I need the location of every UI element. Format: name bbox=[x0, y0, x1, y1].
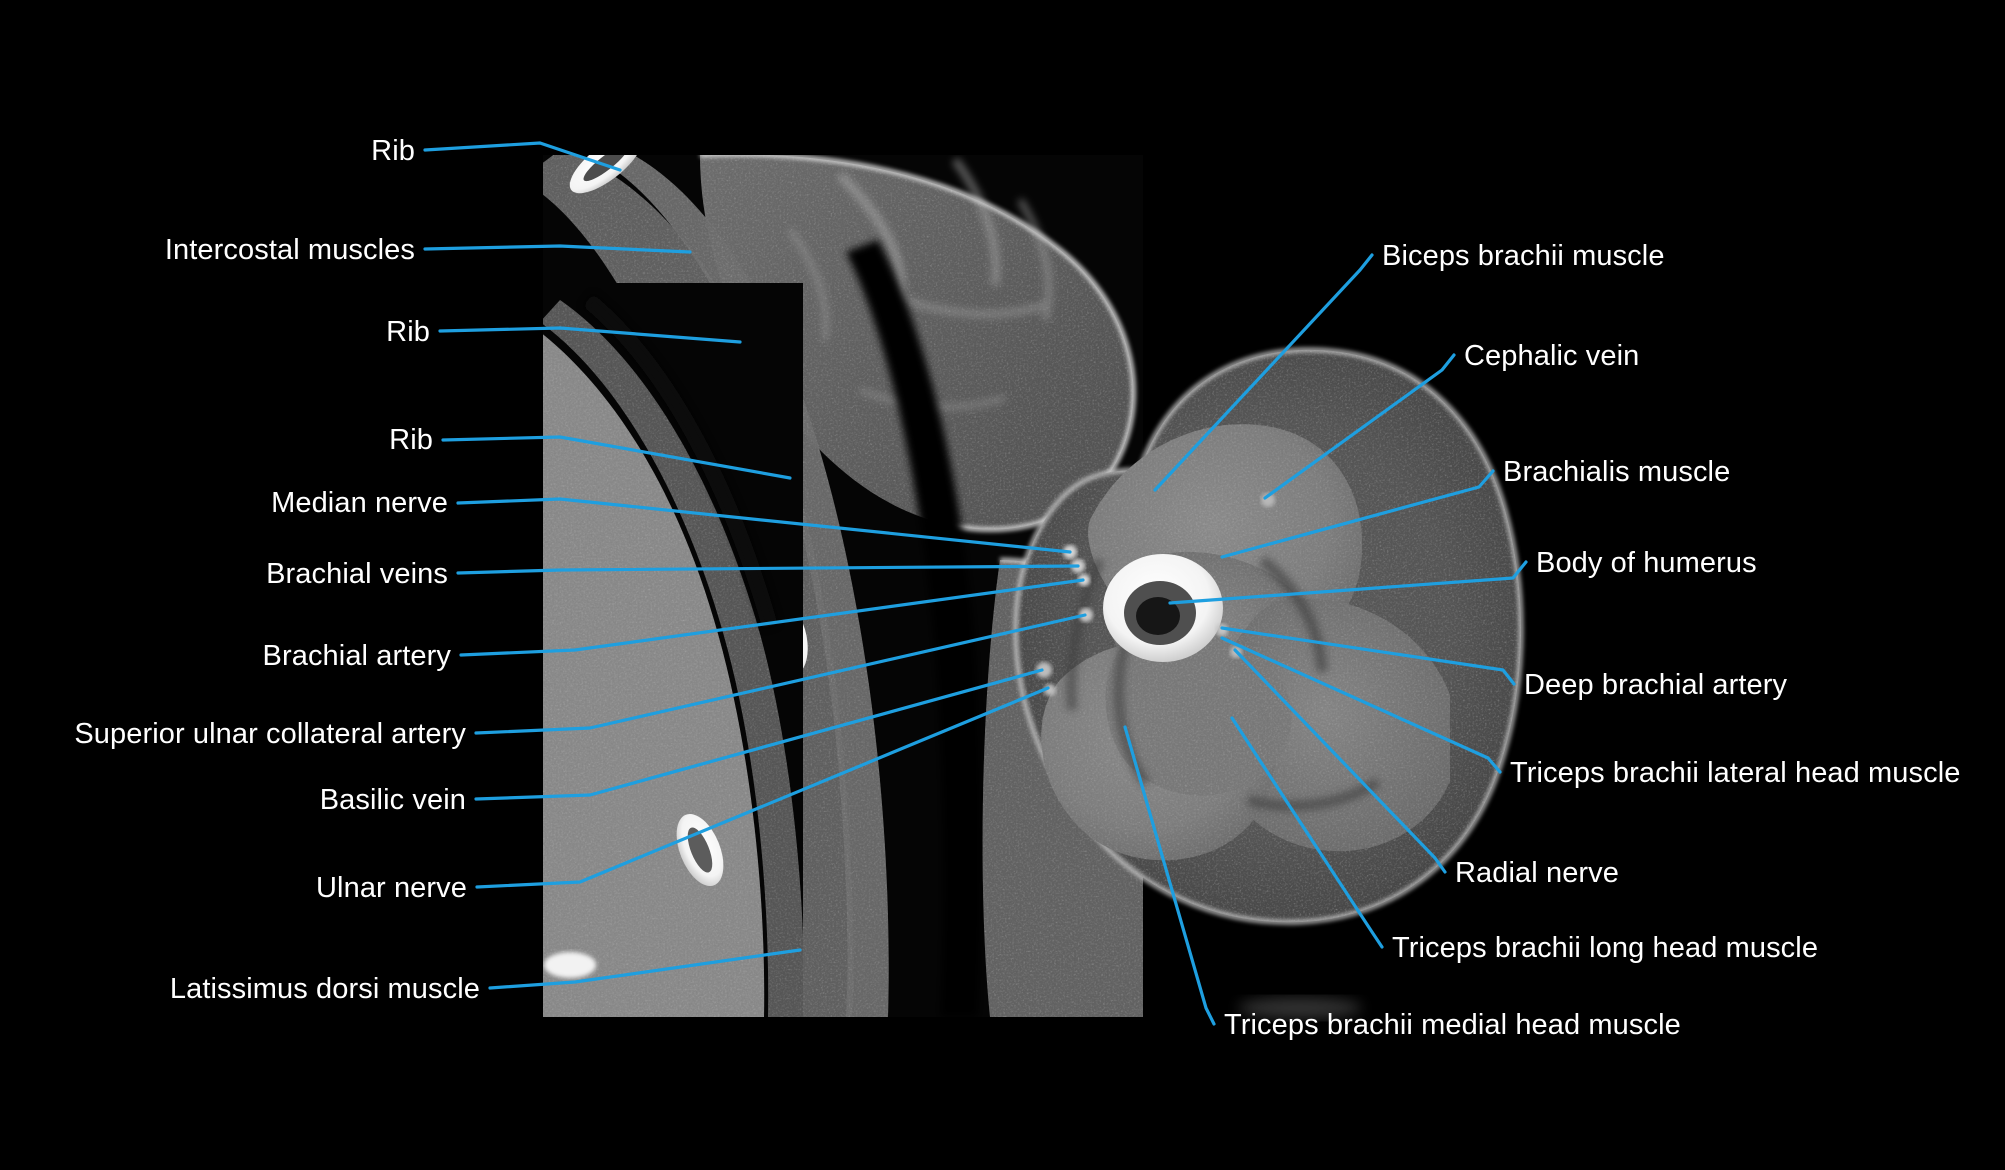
deep-brachial-artery-dot bbox=[1216, 624, 1228, 636]
label-sup-ulnar-collat[interactable]: Superior ulnar collateral artery bbox=[74, 718, 466, 750]
label-triceps-medial[interactable]: Triceps brachii medial head muscle bbox=[1224, 1009, 1681, 1041]
label-biceps-brachii[interactable]: Biceps brachii muscle bbox=[1382, 240, 1665, 272]
label-cephalic-vein[interactable]: Cephalic vein bbox=[1464, 340, 1640, 372]
label-rib-1[interactable]: Rib bbox=[371, 135, 415, 167]
inset-latissimus-bone-edge bbox=[544, 952, 596, 978]
label-ulnar-nerve[interactable]: Ulnar nerve bbox=[316, 872, 467, 904]
label-latissimus-dorsi[interactable]: Latissimus dorsi muscle bbox=[169, 973, 480, 1005]
superior-ulnar-collateral-dot bbox=[1079, 608, 1093, 622]
label-radial-nerve[interactable]: Radial nerve bbox=[1455, 857, 1620, 889]
label-median-nerve[interactable]: Median nerve bbox=[271, 487, 448, 519]
label-triceps-lateral[interactable]: Triceps brachii lateral head muscle bbox=[1510, 757, 1961, 789]
table-pad-artifact bbox=[1238, 997, 1362, 1019]
cephalic-vein-dot bbox=[1261, 493, 1275, 507]
label-brachialis-muscle[interactable]: Brachialis muscle bbox=[1503, 456, 1731, 488]
radial-nerve-dot bbox=[1230, 646, 1242, 658]
median-nerve-dot bbox=[1063, 545, 1077, 559]
label-triceps-long[interactable]: Triceps brachii long head muscle bbox=[1392, 932, 1819, 964]
label-rib-2[interactable]: Rib bbox=[386, 316, 430, 348]
humerus-bone bbox=[1103, 554, 1223, 662]
label-deep-brachial-artery[interactable]: Deep brachial artery bbox=[1524, 669, 1788, 701]
label-rib-3[interactable]: Rib bbox=[389, 424, 433, 456]
label-body-of-humerus[interactable]: Body of humerus bbox=[1536, 547, 1757, 579]
basilic-vein-dot bbox=[1036, 662, 1052, 678]
ulnar-nerve-dot bbox=[1044, 684, 1056, 696]
label-intercostal-muscles[interactable]: Intercostal muscles bbox=[164, 234, 415, 266]
brachial-artery-dot bbox=[1078, 574, 1090, 586]
label-brachial-artery[interactable]: Brachial artery bbox=[262, 640, 451, 672]
label-brachial-veins[interactable]: Brachial veins bbox=[266, 558, 448, 590]
brachial-veins-dot bbox=[1071, 559, 1085, 573]
label-basilic-vein[interactable]: Basilic vein bbox=[319, 784, 466, 816]
